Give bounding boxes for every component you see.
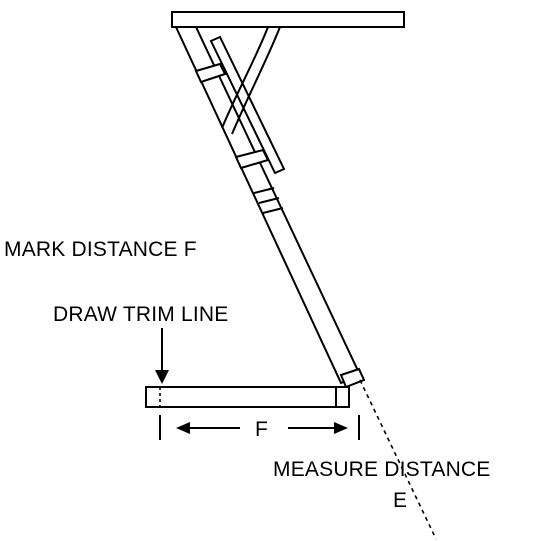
label-mark-distance-f: MARK DISTANCE F (4, 238, 197, 261)
spring-arm-inner (231, 26, 281, 135)
label-draw-trim-line: DRAW TRIM LINE (53, 303, 228, 326)
rail-joint-2 (258, 197, 280, 204)
spring-arm (221, 26, 269, 129)
rail-joint-1 (253, 187, 275, 194)
ladder-step-2 (234, 148, 270, 170)
ceiling-frame (171, 11, 405, 28)
trim-arrow-head (155, 370, 169, 384)
ladder-foot-block (339, 367, 366, 389)
dimension-f-arrow-right-head (334, 422, 348, 434)
dimension-f-arrow-left-head (176, 422, 190, 434)
distance-e-extension-line (359, 379, 437, 540)
label-dimension-f: F (255, 418, 268, 441)
label-measure-distance: MEASURE DISTANCE (273, 458, 491, 481)
ladder-step-1 (194, 62, 227, 84)
label-dimension-e: E (393, 489, 407, 512)
rail-joint-3 (262, 207, 284, 214)
bottom-board (145, 386, 350, 408)
ladder-upper-section (209, 35, 286, 175)
